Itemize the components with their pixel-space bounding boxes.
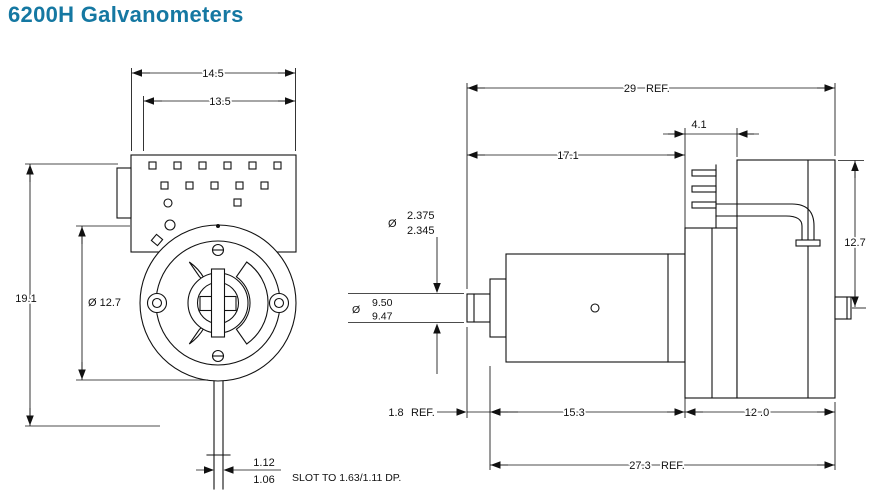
dim-overall-ref: REF. [646,83,670,95]
shaft-slot [199,268,237,338]
mounting-tab [116,167,132,219]
dim-cylinder-length: 15.3 [563,407,584,419]
dim-total-ref: REF. [661,460,685,472]
dim-flange: 4.1 [691,119,706,131]
dim-width-inner: 13.5 [209,96,230,108]
dim-shaft-length-ref: REF. [411,407,435,419]
dim-front-length: 17.1 [557,150,578,162]
shaft-dia-upper: 2.375 [407,210,435,222]
retaining-screws [211,243,225,363]
slot-note: SLOT TO 1.63/1.11 DP. [292,472,401,484]
side-view-part [466,159,852,399]
shaft-dia-symbol: Ø [388,218,397,230]
flange-section [684,227,738,399]
cable-elbow [715,203,821,247]
output-shaft [466,293,491,323]
dim-width-outer: 14.5 [202,68,223,80]
rear-stub [834,296,852,320]
dim-total: 27.3 [629,460,650,472]
cylinder-port [590,303,600,313]
shaft-extension-lines [206,380,231,490]
rear-housing [736,159,836,399]
shaft-dia-lower: 2.345 [407,225,435,237]
front-view-dimensions [25,68,296,474]
dim-height: 19.1 [15,293,36,305]
plate-holes [148,161,282,247]
dim-slot-lower: 1.06 [253,474,274,486]
dim-height-right: 12.7 [844,237,865,249]
dim-shaft-length: 1.8 [388,407,403,419]
hub-dia-lower: 9.47 [372,311,393,323]
front-view-labels: 14.5 13.5 19.1 Ø 12.7 1.12 1.06 SLOT TO … [14,66,403,488]
side-view: 29 REF. 17.1 4.1 Ø 2.375 2.345 Ø 9.50 9.… [348,81,868,474]
front-view: 14.5 13.5 19.1 Ø 12.7 1.12 1.06 SLOT TO … [14,66,403,490]
dim-overall: 29 [624,83,636,95]
pilot-boss [489,278,507,338]
mounting-ears [146,292,290,314]
dim-slot-upper: 1.12 [253,457,274,469]
front-view-part [116,154,297,490]
page-title: 6200H Galvanometers [8,2,244,27]
dim-rear-length: 12 .0 [745,407,769,419]
hub-dia-symbol: Ø [352,304,360,316]
side-view-dimensions [348,83,866,470]
top-center-mark [216,224,220,228]
terminal-pins [691,164,717,229]
dim-diameter: Ø 12.7 [88,297,121,309]
hub-dia-upper: 9.50 [372,297,393,309]
side-view-labels: 29 REF. 17.1 4.1 Ø 2.375 2.345 Ø 9.50 9.… [351,81,868,474]
